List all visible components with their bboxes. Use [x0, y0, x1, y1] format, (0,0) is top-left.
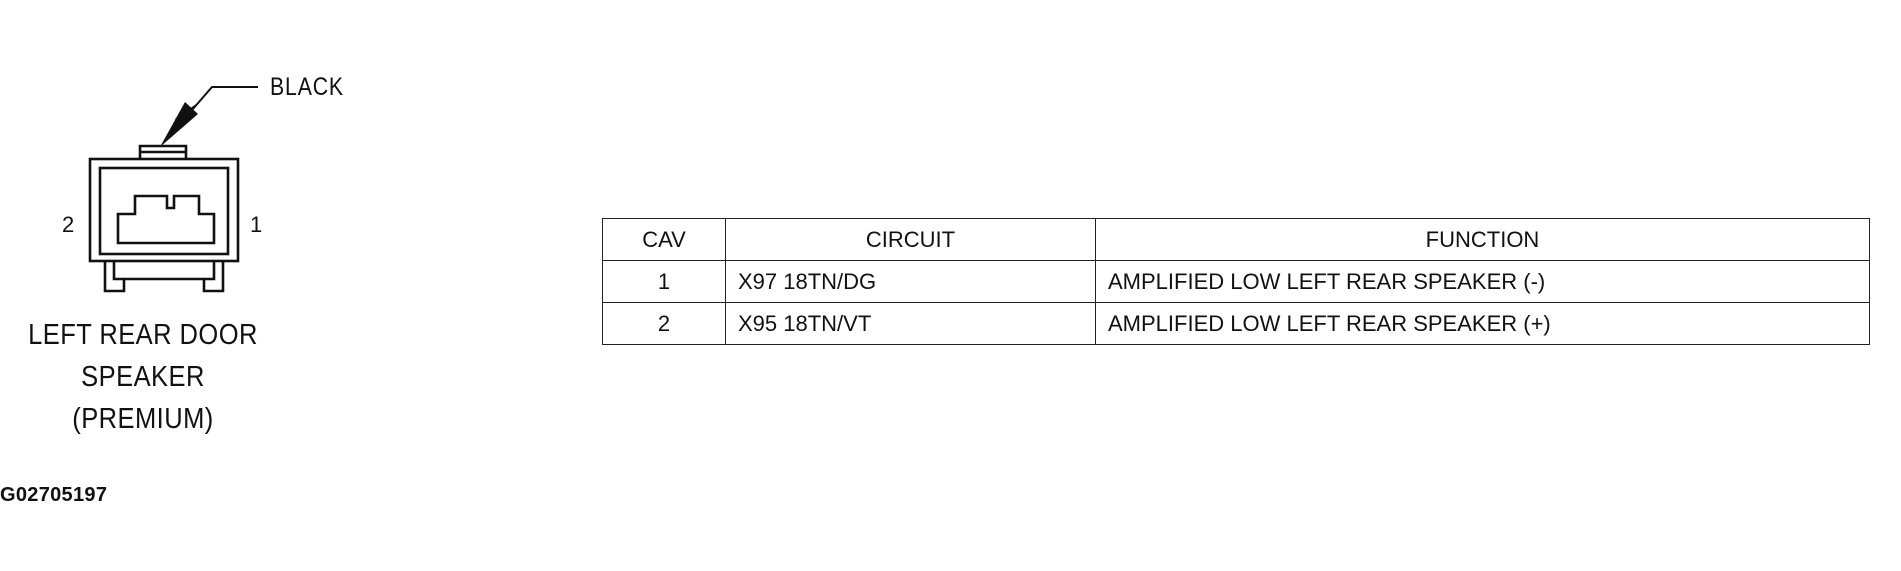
- header-function: FUNCTION: [1095, 218, 1870, 261]
- connector-name-line: (PREMIUM): [72, 403, 214, 435]
- pin-label-1: 1: [250, 212, 263, 237]
- table-header-row: CAV CIRCUIT FUNCTION: [602, 218, 1870, 261]
- cell-cav: 1: [602, 260, 726, 303]
- header-cav: CAV: [602, 218, 726, 261]
- cell-cav: 2: [602, 302, 726, 345]
- connector-name-line: SPEAKER: [81, 361, 205, 393]
- connector-inner-frame: [98, 166, 230, 256]
- mounting-foot-right: [202, 262, 225, 293]
- figure-id: G02705197: [0, 484, 108, 506]
- cell-function: AMPLIFIED LOW LEFT REAR SPEAKER (+): [1095, 302, 1870, 345]
- pin-label-2: 2: [62, 212, 75, 237]
- connector-figure: BLACK 2 1 LEFT REAR DOOR SPEAKER (PREMIU…: [0, 0, 420, 571]
- callout-leader-line: [191, 86, 258, 111]
- connector-name-line: LEFT REAR DOOR: [28, 319, 258, 351]
- terminal-cavity: [116, 194, 216, 245]
- connector-color-label: BLACK: [270, 73, 344, 101]
- pin-function-table: CAV CIRCUIT FUNCTION 1 X97 18TN/DG AMPLI…: [602, 218, 1870, 345]
- table-row: 2 X95 18TN/VT AMPLIFIED LOW LEFT REAR SP…: [602, 302, 1870, 345]
- connector-housing: [88, 157, 240, 263]
- connector-drawing: [88, 86, 258, 293]
- cell-circuit: X95 18TN/VT: [725, 302, 1096, 345]
- cell-circuit: X97 18TN/DG: [725, 260, 1096, 303]
- table-row: 1 X97 18TN/DG AMPLIFIED LOW LEFT REAR SP…: [602, 260, 1870, 303]
- cell-function: AMPLIFIED LOW LEFT REAR SPEAKER (-): [1095, 260, 1870, 303]
- header-circuit: CIRCUIT: [725, 218, 1096, 261]
- mounting-foot-left: [103, 262, 126, 293]
- connector-name: LEFT REAR DOOR SPEAKER (PREMIUM): [17, 314, 269, 440]
